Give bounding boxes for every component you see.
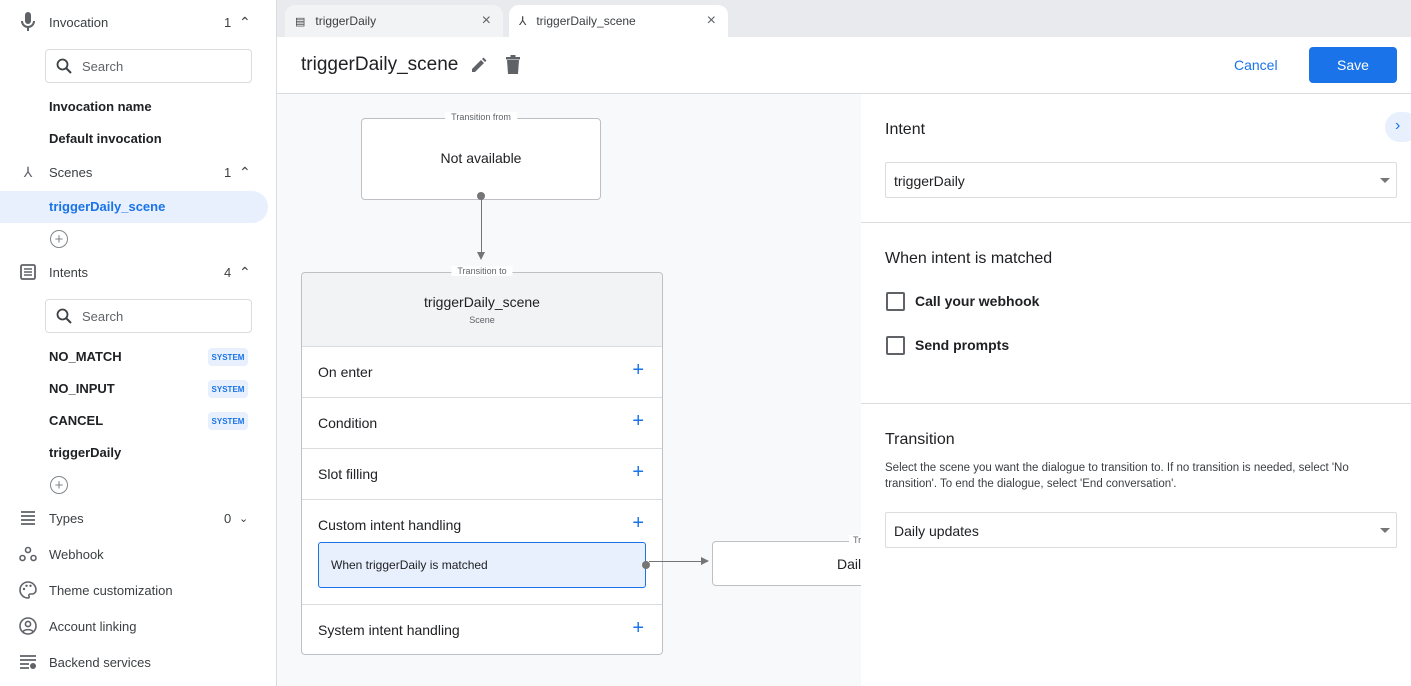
divider xyxy=(861,222,1411,223)
send-prompts-checkbox[interactable] xyxy=(886,336,905,355)
connector-dot xyxy=(642,561,650,569)
scene-card: Transition to triggerDaily_scene Scene O… xyxy=(301,266,663,655)
sidebar-item-invocation-name[interactable]: Invocation name xyxy=(49,99,152,114)
sidebar-item-webhook[interactable]: Webhook xyxy=(0,539,270,569)
sidebar-intent-cancel[interactable]: CANCEL xyxy=(49,413,104,428)
sidebar-item-scene-selected[interactable]: triggerDaily_scene xyxy=(0,191,268,223)
scene-icon: ⅄ xyxy=(519,14,527,28)
arrow-down-icon xyxy=(477,252,485,260)
scene-card-header: Transition to triggerDaily_scene Scene xyxy=(302,266,662,346)
search-icon xyxy=(56,58,72,74)
tab-bar: ▤ triggerDaily × ⅄ triggerDaily_scene × xyxy=(277,0,1411,37)
sidebar-item-backend-services[interactable]: Backend services xyxy=(0,647,270,677)
sidebar-item-account-linking[interactable]: Account linking xyxy=(0,611,270,641)
tab-triggerdaily[interactable]: ▤ triggerDaily × xyxy=(285,5,503,37)
intents-search[interactable] xyxy=(45,299,252,333)
page-header: triggerDaily_scene Cancel Save xyxy=(277,37,1411,94)
transition-select[interactable]: Daily updates xyxy=(885,512,1397,548)
palette-icon xyxy=(18,580,38,600)
add-plus-icon[interactable]: + xyxy=(632,512,644,534)
row-condition: Condition+ xyxy=(302,397,662,448)
add-scene-icon[interactable]: + xyxy=(50,230,68,248)
row-system-intent-handling: System intent handling+ xyxy=(302,604,662,655)
sidebar-intent-triggerdaily[interactable]: triggerDaily xyxy=(49,445,122,460)
add-intent-icon[interactable]: + xyxy=(50,476,68,494)
close-icon[interactable]: × xyxy=(481,12,491,29)
dropdown-arrow-icon xyxy=(1380,178,1390,183)
sidebar-intent-no-input[interactable]: NO_INPUT xyxy=(49,381,115,396)
call-webhook-checkbox[interactable] xyxy=(886,292,905,311)
connector-dot xyxy=(477,192,485,200)
row-custom-intent-handling: Custom intent handling+ When triggerDail… xyxy=(302,499,662,604)
dropdown-arrow-icon xyxy=(1380,528,1390,533)
add-plus-icon[interactable]: + xyxy=(632,461,644,483)
sidebar-section-invocation[interactable]: Invocation 1 ⌃ xyxy=(0,7,270,37)
transition-target-box[interactable]: Tr Dail xyxy=(712,535,861,586)
intent-icon: ▤ xyxy=(295,15,306,28)
search-icon xyxy=(56,308,72,324)
types-list-icon xyxy=(18,508,38,528)
connector-line xyxy=(649,561,704,562)
transition-description: Select the scene you want the dialogue t… xyxy=(885,462,1349,490)
system-badge: SYSTEM xyxy=(208,348,248,366)
list-icon xyxy=(18,262,38,282)
intent-details-panel: › Intent triggerDaily When intent is mat… xyxy=(861,94,1411,686)
chevron-up-icon[interactable]: ⌃ xyxy=(239,263,251,280)
transition-from-box: Transition from Not available xyxy=(361,112,601,200)
row-slot-filling: Slot filling+ xyxy=(302,448,662,499)
add-plus-icon[interactable]: + xyxy=(632,359,644,381)
account-circle-icon xyxy=(18,616,38,636)
microphone-icon xyxy=(18,12,38,32)
save-button[interactable]: Save xyxy=(1309,47,1397,83)
row-on-enter: On enter+ xyxy=(302,346,662,397)
intent-handler-item[interactable]: When triggerDaily is matched xyxy=(318,542,646,588)
page-title: triggerDaily_scene xyxy=(301,54,459,75)
divider xyxy=(861,403,1411,404)
backend-settings-icon xyxy=(18,652,38,672)
cancel-button[interactable]: Cancel xyxy=(1234,57,1278,73)
edit-pencil-icon[interactable] xyxy=(470,56,488,74)
invocation-search[interactable] xyxy=(45,49,252,83)
system-badge: SYSTEM xyxy=(208,380,248,398)
sidebar-intent-no-match[interactable]: NO_MATCH xyxy=(49,349,122,364)
sidebar: Invocation 1 ⌃ Invocation name Default i… xyxy=(0,0,277,686)
chevron-up-icon[interactable]: ⌃ xyxy=(239,13,251,30)
sidebar-item-default-invocation[interactable]: Default invocation xyxy=(49,131,162,146)
connector-line xyxy=(480,198,482,254)
scene-merge-icon: ⅄ xyxy=(23,163,33,180)
sidebar-section-intents[interactable]: Intents 4 ⌃ xyxy=(0,257,270,287)
sidebar-section-types[interactable]: Types 0 ⌄ xyxy=(0,503,270,533)
system-badge: SYSTEM xyxy=(208,412,248,430)
intents-search-input[interactable] xyxy=(82,308,232,324)
arrow-right-icon xyxy=(701,557,709,565)
webhook-icon xyxy=(18,544,38,564)
chevron-up-icon[interactable]: ⌃ xyxy=(239,163,251,180)
sidebar-section-scenes[interactable]: ⅄ Scenes 1 ⌃ xyxy=(0,157,270,187)
delete-trash-icon[interactable] xyxy=(505,55,521,75)
sidebar-item-theme[interactable]: Theme customization xyxy=(0,575,270,605)
close-icon[interactable]: × xyxy=(706,12,716,29)
intent-select[interactable]: triggerDaily xyxy=(885,162,1397,198)
add-plus-icon[interactable]: + xyxy=(632,617,644,639)
chevron-down-icon[interactable]: ⌄ xyxy=(239,512,249,525)
scene-canvas: Transition from Not available Transition… xyxy=(277,94,861,686)
collapse-panel-chevron-icon[interactable]: › xyxy=(1385,112,1411,142)
add-plus-icon[interactable]: + xyxy=(632,410,644,432)
invocation-search-input[interactable] xyxy=(82,58,232,74)
tab-triggerdaily-scene[interactable]: ⅄ triggerDaily_scene × xyxy=(509,5,728,37)
